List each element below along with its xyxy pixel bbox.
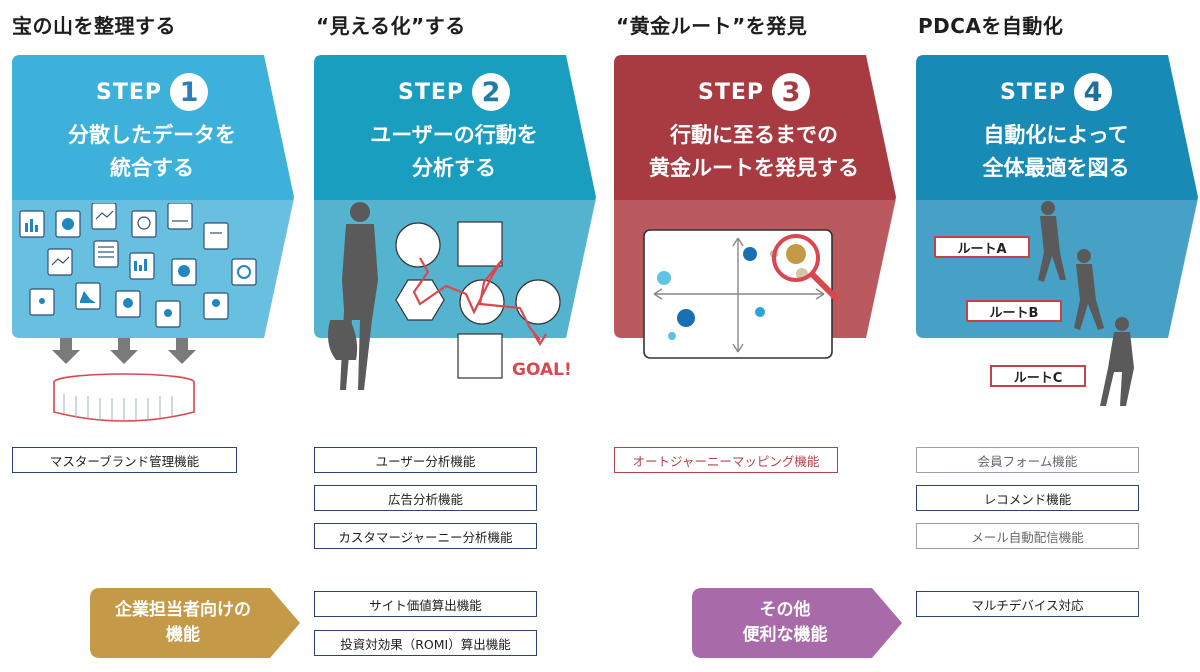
step2-word: STEP	[397, 79, 464, 105]
step3-word: STEP	[697, 79, 764, 105]
step4-heading: PDCAを自動化	[918, 14, 1064, 38]
bottom-arrow-enterprise-line2: 機能	[166, 625, 200, 645]
step3-heading: “黄金ルート”を発見	[616, 14, 808, 38]
step2-title: ユーザーの行動を 分析する	[314, 119, 594, 185]
step2-title-line1: ユーザーの行動を	[370, 123, 538, 147]
feature-romi: 投資対効果（ROMI）算出機能	[314, 630, 537, 656]
route-c-label: ルートC	[990, 365, 1086, 387]
step1-label-row: STEP 1	[12, 73, 292, 111]
feature-auto-mail: メール自動配信機能	[916, 523, 1139, 549]
step3-journey-map	[643, 229, 841, 359]
feature-ad-analysis: 広告分析機能	[314, 485, 537, 511]
route-a-label: ルートA	[934, 236, 1030, 258]
step4-panel: STEP 4 自動化によって 全体最適を図る	[916, 55, 1200, 345]
bottom-arrow-other-line1: その他	[759, 600, 811, 620]
bottom-arrow-other-shape	[692, 588, 902, 658]
step1-number: 1	[170, 73, 208, 111]
step1-word: STEP	[95, 79, 162, 105]
step1-downarrows-database	[52, 338, 196, 422]
feature-customer-journey: カスタマージャーニー分析機能	[314, 523, 537, 549]
bottom-arrow-enterprise: 企業担当者向けの 機能	[90, 588, 302, 658]
step3-title: 行動に至るまでの 黄金ルートを発見する	[614, 119, 894, 185]
step2-title-line2: 分析する	[412, 156, 496, 180]
step2-number: 2	[472, 73, 510, 111]
bottom-arrow-enterprise-text: 企業担当者向けの 機能	[90, 588, 276, 658]
step2-journey-illustration	[328, 202, 561, 390]
step2-label-row: STEP 2	[314, 73, 594, 111]
bottom-arrow-other-text: その他 便利な機能	[692, 588, 878, 658]
step4-title-line2: 全体最適を図る	[982, 156, 1130, 180]
step4-word: STEP	[999, 79, 1066, 105]
step1-title-line1: 分散したデータを	[68, 123, 236, 147]
step1-title-line2: 統合する	[110, 156, 194, 180]
step1-heading: 宝の山を整理する	[12, 14, 176, 38]
feature-multi-device: マルチデバイス対応	[916, 591, 1139, 617]
step3-label-row: STEP 3	[614, 73, 894, 111]
feature-recommend: レコメンド機能	[916, 485, 1139, 511]
route-b-label: ルートB	[966, 300, 1062, 322]
feature-master-brand: マスターブランド管理機能	[12, 447, 237, 473]
bottom-arrow-enterprise-line1: 企業担当者向けの	[115, 600, 251, 620]
bottom-arrow-other: その他 便利な機能	[692, 588, 904, 658]
step1-panel: STEP 1 分散したデータを 統合する	[12, 55, 312, 345]
feature-auto-journey-mapping: オートジャーニーマッピング機能	[614, 447, 838, 473]
feature-site-value: サイト価値算出機能	[314, 591, 537, 617]
step1-title: 分散したデータを 統合する	[12, 119, 292, 185]
goal-label: GOAL!	[512, 360, 572, 380]
step4-walkers-illustration	[1038, 201, 1134, 406]
step2-heading: “見える化”する	[316, 14, 466, 38]
feature-member-form: 会員フォーム機能	[916, 447, 1139, 473]
step4-title-line1: 自動化によって	[983, 123, 1129, 147]
step4-label-row: STEP 4	[916, 73, 1196, 111]
step3-title-line2: 黄金ルートを発見する	[649, 156, 859, 180]
step4-number: 4	[1074, 73, 1112, 111]
step3-number: 3	[772, 73, 810, 111]
data-icons-cluster	[19, 203, 257, 328]
feature-user-analysis: ユーザー分析機能	[314, 447, 537, 473]
woman-silhouette	[328, 202, 378, 390]
bottom-arrow-other-line2: 便利な機能	[742, 625, 828, 645]
bottom-arrow-enterprise-shape	[90, 588, 300, 658]
step3-title-line1: 行動に至るまでの	[670, 123, 838, 147]
step4-title: 自動化によって 全体最適を図る	[916, 119, 1196, 185]
